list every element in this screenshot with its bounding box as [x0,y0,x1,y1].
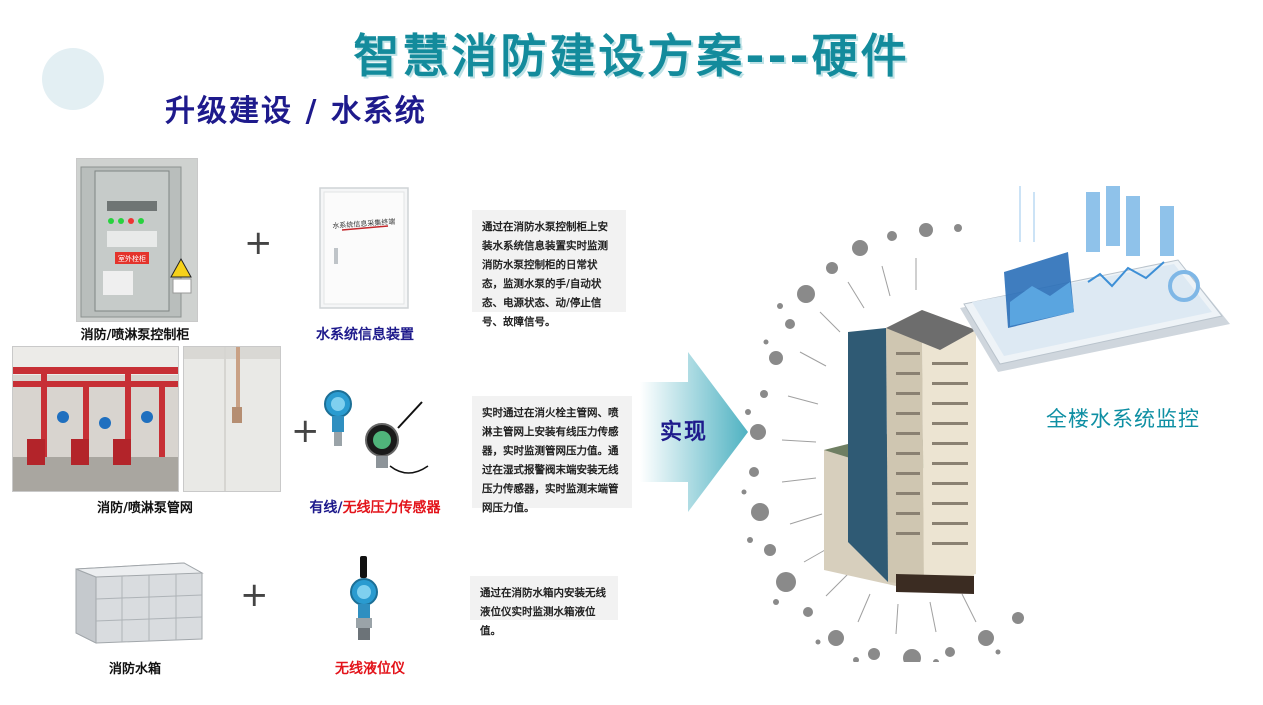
pump-control-cabinet-caption: 消防/喷淋泵控制柜 [80,328,190,343]
plus-icon: + [244,223,273,263]
fire-water-tank-photo [72,555,206,645]
pressure-sensors-photo [318,388,438,488]
realize-label: 实现 [660,420,709,445]
water-system-info-device-photo: 水系统信息采集终端 [318,186,410,312]
page-title: 智慧消防建设方案---硬件 [353,29,910,83]
wireless-level-gauge-photo [338,554,400,644]
building-monitoring-illustration [736,182,1036,667]
wireless-pressure-caption: 无线压力传感器 [342,500,441,516]
wired-caption: 有线/ [309,500,343,516]
description-row-1: 通过在消防水泵控制柜上安装水系统信息装置实时监测消防水泵控制柜的日常状态，监测水… [472,210,626,328]
water-system-info-device-caption: 水系统信息装置 [316,327,414,343]
description-row-2: 实时通过在消火栓主管网、喷淋主管网上安装有线压力传感器，实时监测管网压力值。通过… [472,396,632,514]
pump-pipe-network-photo-1 [12,346,179,492]
plus-icon: + [240,575,269,615]
pump-control-cabinet-photo: 室外栓柜 [76,158,198,322]
realize-arrow [640,352,750,512]
pump-pipe-network-photo-2 [183,346,281,492]
pressure-sensor-caption: 有线/无线压力传感器 [300,497,450,517]
page-subtitle: 升级建设 / 水系统 [165,94,427,129]
description-row-3: 通过在消防水箱内安装无线液位仪实时监测水箱液位值。 [470,576,618,637]
fire-water-tank-caption: 消防水箱 [108,662,161,677]
whole-building-water-monitoring-label: 全楼水系统监控 [1046,407,1200,431]
decorative-circle [42,48,104,110]
plus-icon: + [291,411,320,451]
tablet-dashboard-illustration [950,182,1232,382]
wireless-level-gauge-caption: 无线液位仪 [335,661,405,677]
cabinet-label: 室外栓柜 [118,254,146,263]
pump-pipe-network-caption: 消防/喷淋泵管网 [97,501,193,516]
